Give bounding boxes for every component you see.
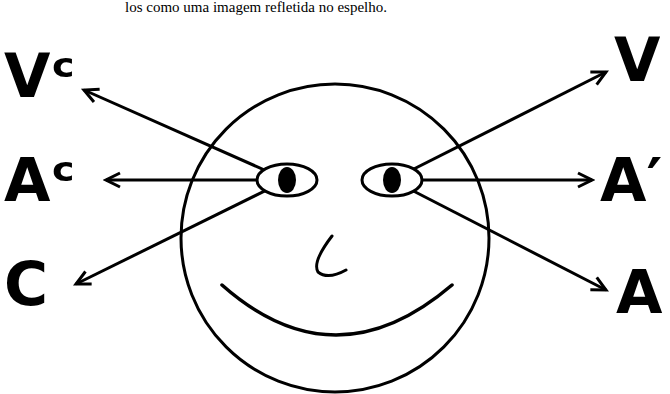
right-eye bbox=[362, 164, 422, 196]
view-label: A bbox=[616, 262, 662, 322]
smile bbox=[222, 285, 452, 335]
sight-arrow bbox=[76, 180, 287, 284]
face-outline bbox=[181, 84, 489, 392]
right-pupil bbox=[383, 167, 401, 193]
view-label: Vᶜ bbox=[4, 46, 75, 106]
view-label: C bbox=[4, 254, 48, 314]
sight-arrow bbox=[392, 72, 606, 180]
view-label: Aᶜ bbox=[4, 150, 75, 210]
caption-fragment: los como uma imagem refletida no espelho… bbox=[125, 0, 387, 15]
sight-arrow bbox=[392, 180, 606, 290]
left-pupil bbox=[278, 167, 296, 193]
view-label: A′ bbox=[600, 150, 662, 210]
nose bbox=[317, 236, 346, 276]
left-eye bbox=[257, 164, 317, 196]
view-label: V bbox=[614, 30, 660, 90]
sight-arrow bbox=[84, 90, 287, 180]
sight-arrows bbox=[76, 72, 606, 290]
